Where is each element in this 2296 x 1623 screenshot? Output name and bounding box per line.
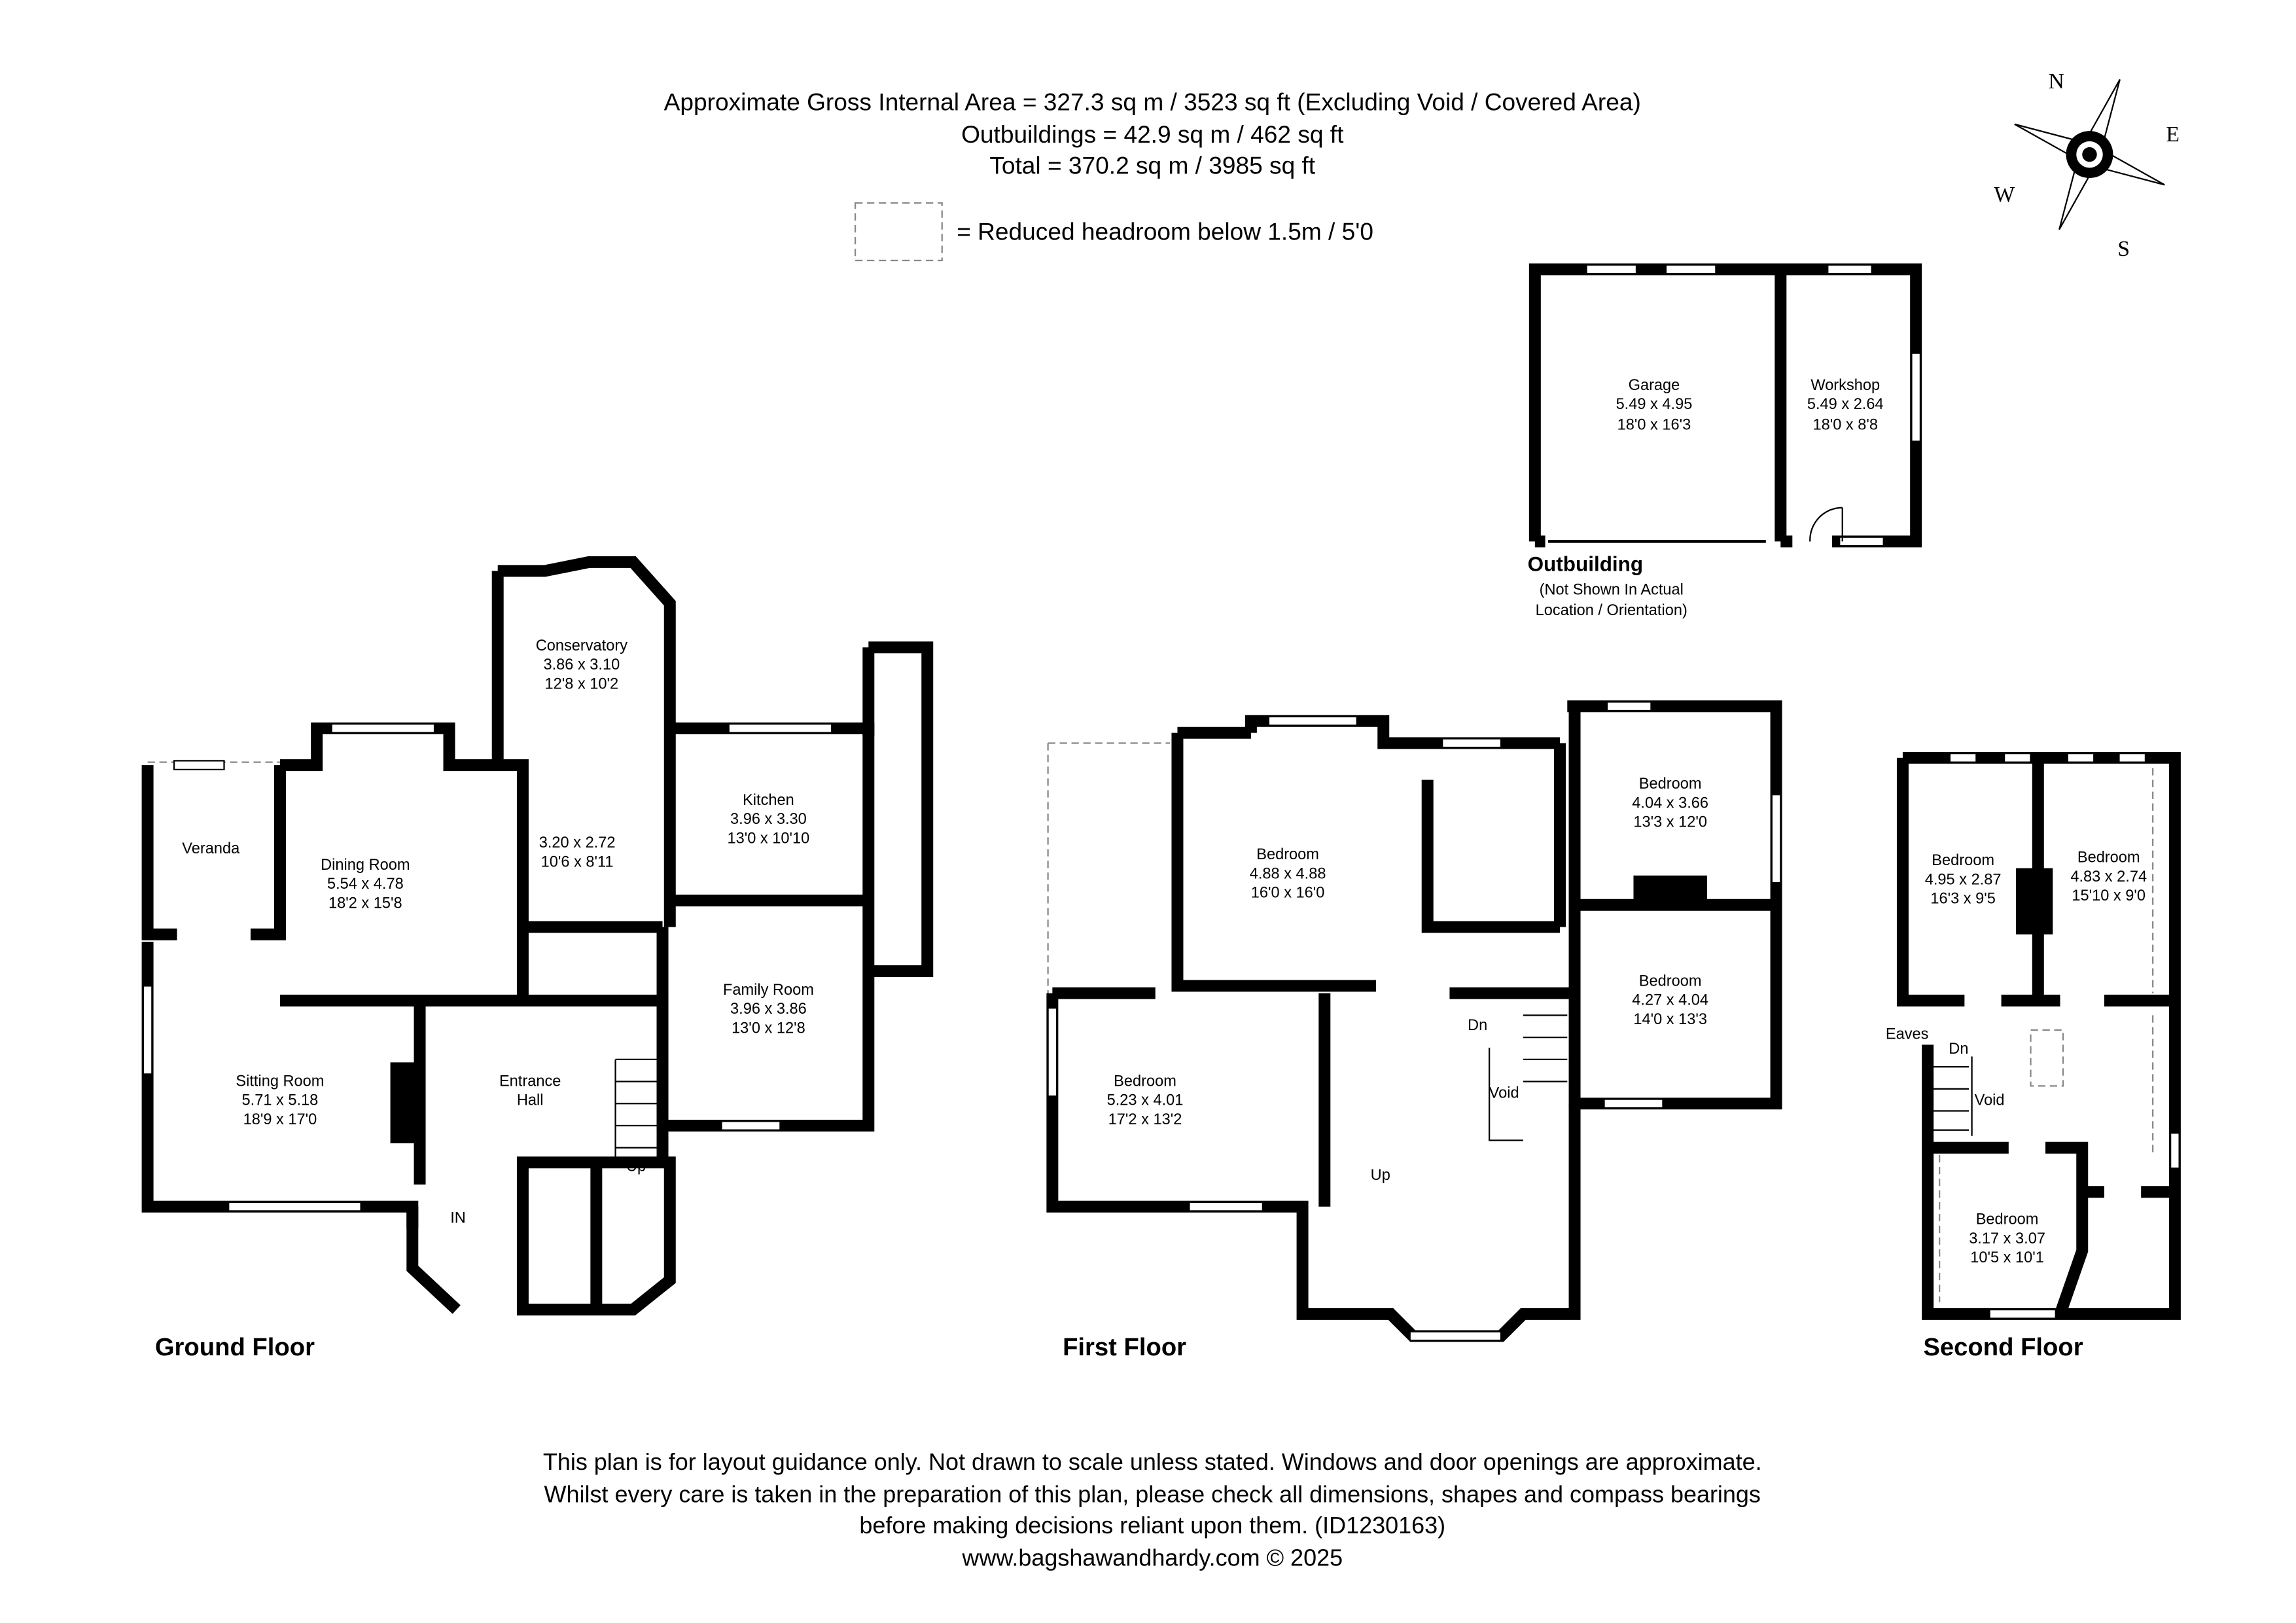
room-metric: 3.20 x 2.72 xyxy=(539,834,616,851)
outbuilding-plan: Garage 5.49 x 4.95 18'0 x 16'3 Workshop … xyxy=(1528,263,1922,619)
second-bedroom-1-imperial: 16'3 x 9'5 xyxy=(1930,891,1996,908)
entrance-hall-label-1: Entrance xyxy=(499,1073,561,1090)
garage-imperial: 18'0 x 16'3 xyxy=(1617,417,1691,434)
workshop-imperial: 18'0 x 8'8 xyxy=(1812,417,1878,434)
outbuilding-note-2: Location / Orientation) xyxy=(1536,602,1687,619)
family-room-label: Family Room xyxy=(723,982,814,999)
fireplace-icon xyxy=(390,1062,420,1144)
first-bedroom-4-label: Bedroom xyxy=(1114,1073,1176,1090)
compass-s: S xyxy=(2117,237,2130,261)
ground-floor-plan: Conservatory 3.86 x 3.10 12'8 x 10'2 Ver… xyxy=(141,556,934,1361)
kitchen-label: Kitchen xyxy=(743,792,794,809)
first-bedroom-3-metric: 4.27 x 4.04 xyxy=(1632,992,1708,1009)
workshop-label: Workshop xyxy=(1810,377,1880,394)
area-summary: Approximate Gross Internal Area = 327.3 … xyxy=(664,88,1641,262)
first-bedroom-3-label: Bedroom xyxy=(1639,972,1702,990)
family-room-metric: 3.96 x 3.86 xyxy=(730,1001,807,1018)
second-bedroom-3-label: Bedroom xyxy=(1976,1211,2039,1228)
first-bedroom-1-imperial: 16'0 x 16'0 xyxy=(1251,885,1325,902)
first-stairs-up-label: Up xyxy=(1371,1167,1390,1184)
compass-e: E xyxy=(2166,122,2180,147)
compass-n: N xyxy=(2049,69,2064,94)
veranda-label: Veranda xyxy=(182,840,240,857)
disclaimer: This plan is for layout guidance only. N… xyxy=(543,1448,1762,1571)
compass-icon xyxy=(2014,79,2165,230)
sitting-room-metric: 5.71 x 5.18 xyxy=(242,1092,319,1109)
first-bedroom-2-metric: 4.04 x 3.66 xyxy=(1632,794,1708,812)
second-bedroom-3-imperial: 10'5 x 10'1 xyxy=(1970,1249,2044,1266)
conservatory-imperial: 12'8 x 10'2 xyxy=(545,675,619,692)
conservatory-metric: 3.86 x 3.10 xyxy=(543,656,620,673)
dining-room-imperial: 18'2 x 15'8 xyxy=(328,895,402,912)
family-room-imperial: 13'0 x 12'8 xyxy=(732,1020,805,1037)
first-floor-title: First Floor xyxy=(1063,1333,1186,1361)
compass-w: W xyxy=(1994,183,2015,207)
ground-floor-title: Ground Floor xyxy=(155,1333,315,1361)
stairs-up-label: Up xyxy=(626,1158,646,1175)
second-bedroom-1-metric: 4.95 x 2.87 xyxy=(1925,871,2002,888)
legend-text: = Reduced headroom below 1.5m / 5'0 xyxy=(957,217,1373,245)
outbuilding-note-1: (Not Shown In Actual xyxy=(1540,581,1684,598)
gross-area-text: Approximate Gross Internal Area = 327.3 … xyxy=(664,88,1641,116)
second-bedroom-2-label: Bedroom xyxy=(2077,849,2140,866)
first-floor-plan: Bedroom 4.88 x 4.88 16'0 x 16'0 Bedroom … xyxy=(1046,700,1782,1361)
second-bedroom-2-metric: 4.83 x 2.74 xyxy=(2070,868,2147,885)
sitting-room-imperial: 18'9 x 17'0 xyxy=(243,1111,317,1128)
second-bedroom-3-metric: 3.17 x 3.07 xyxy=(1969,1230,2045,1247)
second-bedroom-1-label: Bedroom xyxy=(1932,852,1994,869)
disclaimer-line-1: This plan is for layout guidance only. N… xyxy=(543,1448,1762,1475)
total-area-text: Total = 370.2 sq m / 3985 sq ft xyxy=(989,151,1315,179)
disclaimer-line-3: before making decisions reliant upon the… xyxy=(859,1512,1445,1539)
second-floor-plan: Bedroom 4.95 x 2.87 16'3 x 9'5 Bedroom 4… xyxy=(1886,751,2181,1361)
disclaimer-line-2: Whilst every care is taken in the prepar… xyxy=(544,1481,1761,1508)
workshop-metric: 5.49 x 2.64 xyxy=(1807,396,1884,413)
second-void-label: Void xyxy=(1975,1092,2005,1109)
sitting-room-label: Sitting Room xyxy=(236,1073,324,1090)
dining-room-metric: 5.54 x 4.78 xyxy=(327,876,404,893)
eaves-label: Eaves xyxy=(1886,1026,1929,1043)
garage-label: Garage xyxy=(1629,377,1680,394)
room-imperial: 10'6 x 8'11 xyxy=(541,853,614,870)
first-bedroom-4-metric: 5.23 x 4.01 xyxy=(1107,1092,1184,1109)
first-void-label: Void xyxy=(1489,1084,1519,1101)
entrance-hall-label-2: Hall xyxy=(517,1092,544,1109)
second-floor-title: Second Floor xyxy=(1923,1333,2083,1361)
first-bedroom-3-imperial: 14'0 x 13'3 xyxy=(1633,1011,1707,1028)
chimney-icon xyxy=(1633,875,1707,902)
second-stairs-down-label: Dn xyxy=(1949,1041,1968,1058)
first-bedroom-2-imperial: 13'3 x 12'0 xyxy=(1633,814,1707,831)
kitchen-metric: 3.96 x 3.30 xyxy=(730,811,807,828)
website-copyright[interactable]: www.bagshawandhardy.com © 2025 xyxy=(961,1544,1343,1571)
dining-room-label: Dining Room xyxy=(321,857,410,874)
first-bedroom-1-label: Bedroom xyxy=(1256,846,1319,863)
first-bedroom-1-metric: 4.88 x 4.88 xyxy=(1250,865,1326,882)
first-bedroom-2-label: Bedroom xyxy=(1639,776,1702,793)
second-chimney-icon xyxy=(2016,868,2053,935)
first-stairs-down-label: Dn xyxy=(1468,1017,1487,1034)
reduced-headroom-swatch xyxy=(854,202,943,262)
entrance-in-label: IN xyxy=(450,1209,466,1226)
garage-metric: 5.49 x 4.95 xyxy=(1616,396,1693,413)
conservatory-label: Conservatory xyxy=(536,637,628,654)
first-bedroom-4-imperial: 17'2 x 13'2 xyxy=(1108,1111,1182,1128)
kitchen-imperial: 13'0 x 10'10 xyxy=(728,830,810,847)
outbuilding-title: Outbuilding xyxy=(1528,552,1644,575)
outbuildings-area-text: Outbuildings = 42.9 sq m / 462 sq ft xyxy=(961,120,1344,148)
second-bedroom-2-imperial: 15'10 x 9'0 xyxy=(2072,887,2146,904)
